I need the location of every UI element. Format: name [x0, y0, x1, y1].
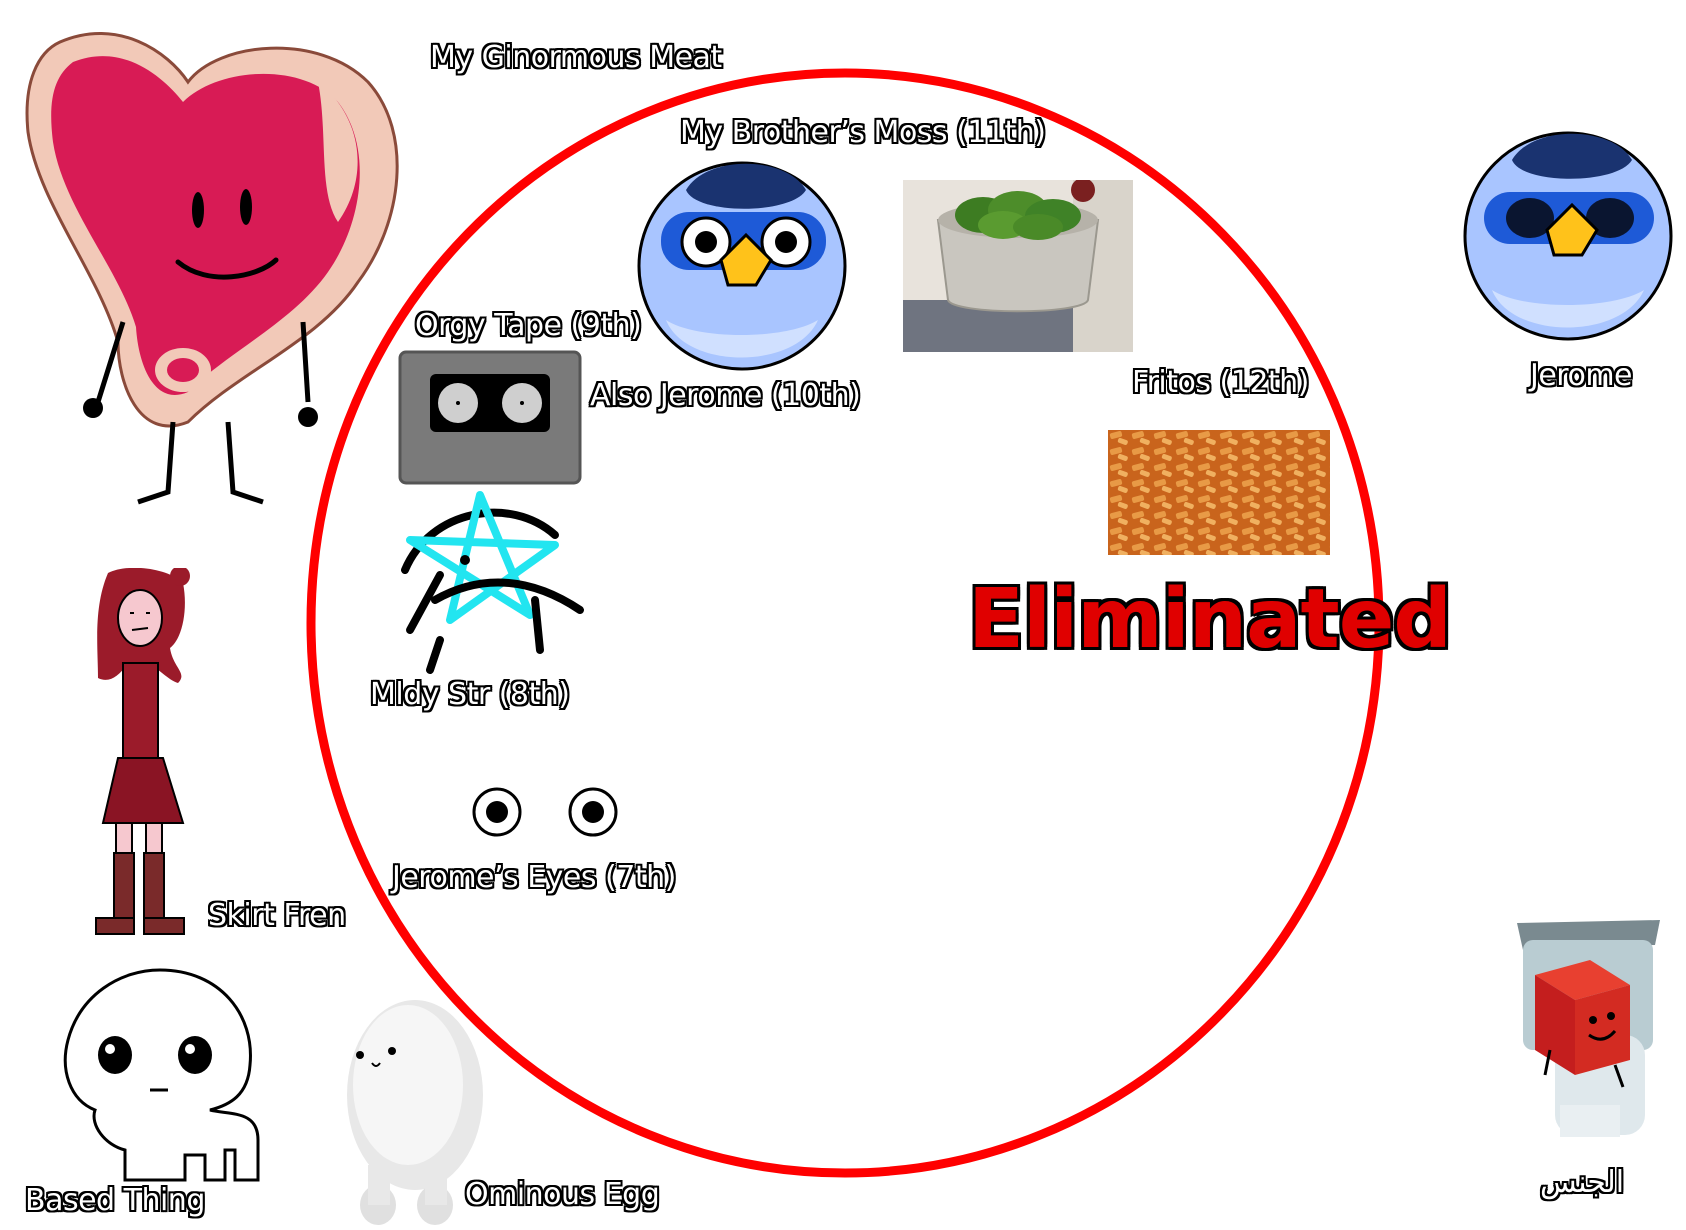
toilet-label: الجنس: [1540, 1165, 1625, 1200]
jerome-outside-penguin-icon: [1463, 131, 1673, 341]
skirt-girl-icon: [95, 568, 190, 935]
moss-bowl-icon: [903, 180, 1133, 352]
eyes-icon: [472, 787, 618, 837]
eliminated-title: Eliminated: [968, 572, 1452, 667]
egg-plush-icon: [347, 1000, 483, 1225]
fritos-chips-icon: [1108, 430, 1330, 555]
jerome-penguin-icon: [637, 161, 847, 371]
moss-label: My Brother’s Moss (11th): [680, 115, 1046, 150]
skirt-label: Skirt Fren: [208, 898, 346, 933]
based-label: Based Thing: [25, 1183, 205, 1218]
fritos-label: Fritos (12th): [1132, 365, 1309, 400]
meat-label: My Ginormous Meat: [430, 40, 722, 75]
tape-label: Orgy Tape (9th): [415, 308, 642, 343]
also-jerome-label: Also Jerome (10th): [590, 378, 861, 413]
egg-label: Ominous Egg: [465, 1177, 660, 1212]
star-character-icon: [401, 491, 584, 674]
meat-character-icon: [25, 31, 399, 505]
eyes-label: Jerome’s Eyes (7th): [392, 860, 676, 895]
jerome-label: Jerome: [1530, 358, 1633, 393]
star-label: Mldy Str (8th): [370, 677, 570, 712]
based-thing-icon: [63, 968, 260, 1182]
cassette-tape-icon: [398, 350, 582, 485]
toilet-cube-icon: [1515, 915, 1675, 1145]
